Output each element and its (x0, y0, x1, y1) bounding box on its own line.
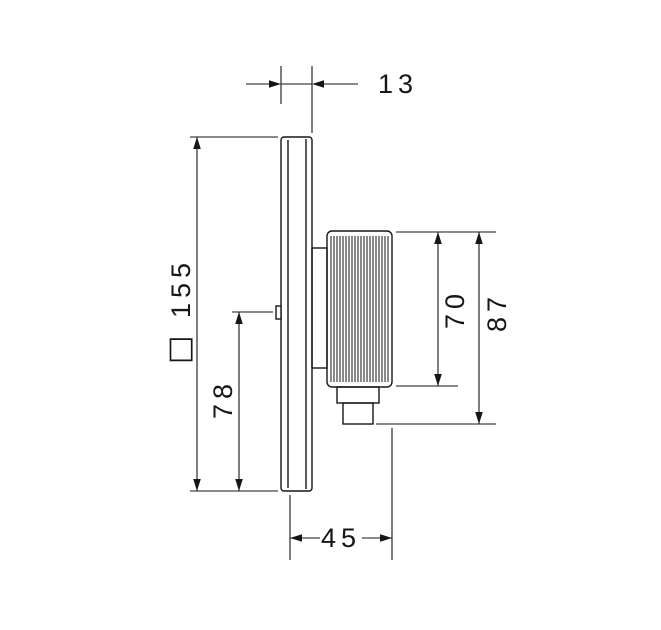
dim-axis-to-bottom-label: 78 (208, 379, 238, 419)
arrow-up-icon (434, 232, 442, 244)
knob-step-lower (342, 402, 374, 425)
arrow-up-icon (475, 232, 483, 244)
square-symbol-icon: □ (167, 331, 195, 366)
knurl-texture (330, 236, 389, 382)
arrow-left-icon (312, 80, 324, 88)
arrow-up-icon (193, 137, 201, 149)
escutcheon-plate (275, 136, 313, 492)
arrow-right-icon (380, 534, 392, 542)
arrow-down-icon (193, 479, 201, 491)
dim-plate-size: 155 □ (166, 136, 278, 492)
dim-axis-to-bottom: 78 (208, 311, 273, 491)
plate-axis-tab (275, 305, 282, 320)
valve-collar (311, 247, 328, 369)
arrow-down-icon (235, 479, 243, 491)
escutcheon-plate-outline (280, 136, 313, 492)
arrow-left-icon (290, 534, 302, 542)
arrow-down-icon (434, 374, 442, 386)
dim-handle-height: 70 (396, 231, 496, 387)
collar-outline (311, 247, 328, 369)
dim-overall-height: 87 (376, 232, 512, 425)
knob-step-upper (336, 386, 380, 404)
arrow-up-icon (235, 312, 243, 324)
dim-plate-size-label: 155 (166, 258, 196, 318)
handle-knob (326, 230, 393, 425)
dim-plate-thickness: 13 (246, 66, 418, 133)
dim-projection-label: 45 (321, 523, 361, 553)
arrow-down-icon (475, 412, 483, 424)
dim-handle-height-label: 70 (440, 289, 470, 329)
dim-overall-height-label: 87 (482, 292, 512, 332)
dim-projection: 45 (289, 428, 393, 560)
dim-plate-thickness-label: 13 (378, 69, 418, 99)
arrow-right-icon (269, 80, 281, 88)
